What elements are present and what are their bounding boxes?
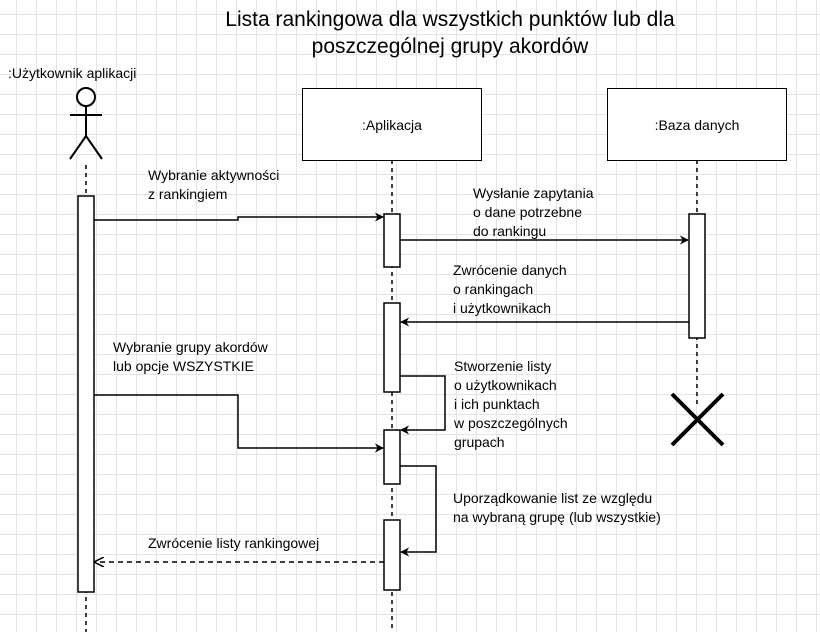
message-label-1-line: Wybranie aktywności xyxy=(148,167,280,183)
db-lifeline-label: :Baza danych xyxy=(654,116,740,133)
message-label-2-line: o dane potrzebne xyxy=(473,204,582,220)
title-line-1: Lista rankingowa dla wszystkich punktów … xyxy=(225,8,675,31)
message-label-4: Wybranie grupy akordów lub opcje WSZYSTK… xyxy=(113,338,268,376)
destroy-x-icon xyxy=(670,392,725,447)
message-label-6-line: na wybraną grupę (lub wszystkie) xyxy=(453,509,661,525)
message-label-5-line: w poszczególnych xyxy=(454,415,568,431)
message-label-2-line: Wysłanie zapytania xyxy=(473,185,594,201)
message-label-7: Zwrócenie listy rankingowej xyxy=(148,534,319,553)
app-activation-2 xyxy=(383,302,401,393)
self-message-arrow-5 xyxy=(400,375,446,435)
message-label-5-line: i ich punktach xyxy=(454,396,540,412)
message-label-7-line: Zwrócenie listy rankingowej xyxy=(148,535,320,551)
message-label-5-line: grupach xyxy=(454,434,505,450)
actor-label: :Użytkownik aplikacji xyxy=(8,65,137,81)
message-label-1: Wybranie aktywności z rankingiem xyxy=(148,166,279,204)
message-label-2: Wysłanie zapytania o dane potrzebne do r… xyxy=(473,184,594,241)
message-label-6: Uporządkowanie list ze względu na wybran… xyxy=(453,489,661,527)
message-label-3-line: Zwrócenie danych xyxy=(453,262,567,278)
stick-figure-icon xyxy=(69,87,103,160)
app-lifeline-box: :Aplikacja xyxy=(302,88,482,161)
db-activation xyxy=(688,213,706,339)
app-activation-1 xyxy=(383,213,401,268)
user-activation xyxy=(77,195,95,593)
message-arrow-4 xyxy=(94,394,384,453)
message-label-5: Stworzenie listy o użytkownikach i ich p… xyxy=(454,357,568,452)
message-arrow-1 xyxy=(94,212,384,222)
message-label-4-line: lub opcje WSZYSTKIE xyxy=(113,358,254,374)
message-label-3: Zwrócenie danych o rankingach i użytkown… xyxy=(453,261,567,318)
self-message-arrow-6 xyxy=(400,465,437,557)
message-label-3-line: i użytkownikach xyxy=(453,300,552,316)
app-lifeline-label: :Aplikacja xyxy=(362,116,422,133)
message-label-3-line: o rankingach xyxy=(453,281,534,297)
app-activation-3 xyxy=(383,429,401,485)
message-label-5-line: o użytkownikach xyxy=(454,377,557,393)
title-line-2: poszczególnej grupy akordów xyxy=(311,35,589,58)
message-label-5-line: Stworzenie listy xyxy=(454,358,552,374)
app-activation-4 xyxy=(383,519,401,591)
db-lifeline-box: :Baza danych xyxy=(607,88,787,161)
message-label-4-line: Wybranie grupy akordów xyxy=(113,339,268,355)
message-label-6-line: Uporządkowanie list ze względu xyxy=(453,490,653,506)
message-label-2-line: do rankingu xyxy=(473,223,547,239)
message-label-1-line: z rankingiem xyxy=(148,186,228,202)
diagram-title: Lista rankingowa dla wszystkich punktów … xyxy=(170,6,730,60)
